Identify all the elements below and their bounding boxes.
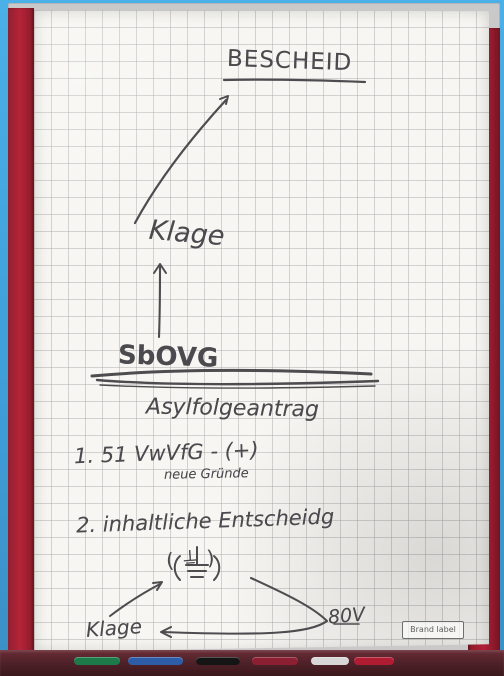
corner-brand-label: Brand label	[402, 621, 464, 639]
flipchart-left-edge	[8, 8, 34, 660]
marker-black	[196, 657, 240, 665]
marker-crimson	[354, 657, 394, 665]
point-one-subtext: neue Gründe	[163, 466, 249, 483]
eighty-label: 80V	[327, 603, 367, 629]
symbol-text: ( ⏚ )	[165, 545, 216, 573]
bottom-klage-label: Klage	[85, 614, 143, 642]
marker-gray	[311, 657, 349, 665]
marker-red	[252, 657, 298, 665]
chart-title: BESCHEID	[226, 45, 353, 77]
sbovg-label: SbOVG	[117, 340, 219, 374]
flipchart-paper	[34, 10, 489, 652]
marker-blue	[128, 657, 183, 665]
marker-green	[74, 657, 120, 665]
asylfolgeantrag-heading: Asylfolgeantrag	[145, 394, 320, 423]
top-klage-label: Klage	[147, 214, 226, 253]
